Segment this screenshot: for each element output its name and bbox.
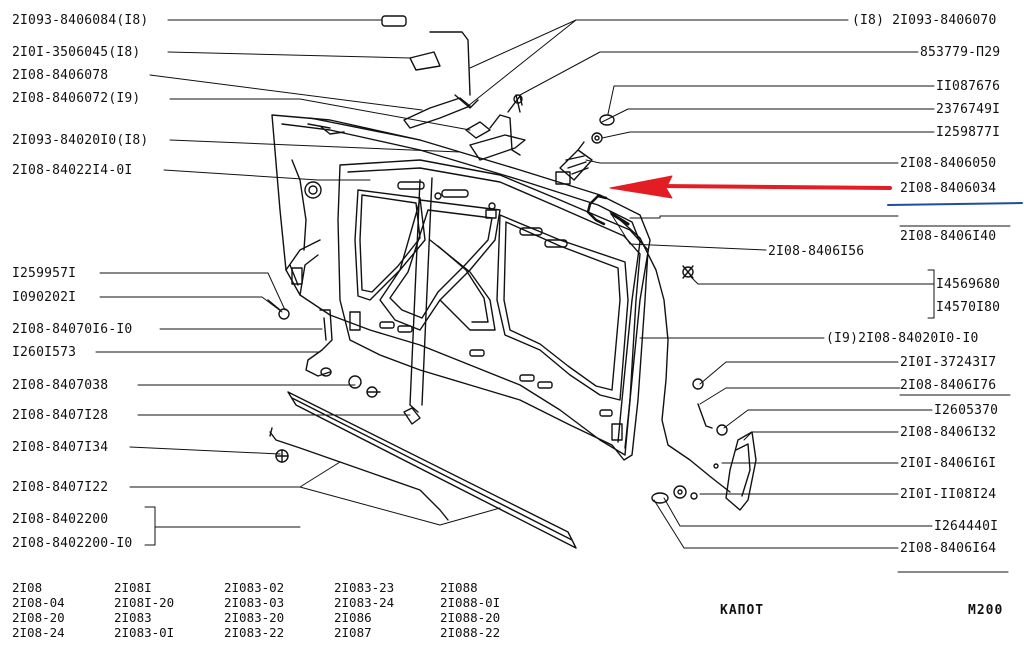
blue-underline	[887, 202, 1023, 206]
model-col-3-row-3: 2I083-20	[224, 610, 285, 625]
label-right-4: 2376749I	[936, 102, 1001, 117]
left-leaders	[95, 19, 501, 546]
label-right-6: 2I08-8406050	[900, 156, 997, 171]
hood-seal-strip	[287, 391, 577, 549]
label-right-3: II087676	[936, 79, 1001, 94]
label-right-7: 2I08-8406034	[900, 181, 997, 196]
label-left-7: I259957I	[12, 266, 77, 281]
model-col-5-row-1: 2I088	[440, 580, 478, 595]
label-left-11: 2I08-8407038	[12, 378, 109, 393]
label-right-10: I4569680	[936, 277, 1001, 292]
label-right-19: I264440I	[934, 519, 999, 534]
hood-support-rod	[269, 427, 449, 521]
label-left-14: 2I08-8407I22	[12, 480, 109, 495]
label-left-3: 2I08-8406078	[12, 68, 109, 83]
page-code: М200	[968, 603, 1004, 618]
hood-inner-frame	[337, 159, 649, 461]
model-col-3-row-2: 2I083-03	[224, 595, 285, 610]
hood-prop	[403, 177, 433, 425]
model-col-4-row-2: 2I083-24	[334, 595, 395, 610]
model-col-2-row-4: 2I083-0I	[114, 625, 175, 640]
model-col-4-row-1: 2I083-23	[334, 580, 395, 595]
label-right-20: 2I08-8406I64	[900, 541, 997, 556]
hood-outer-panel	[271, 114, 651, 456]
label-left-15: 2I08-8402200	[12, 512, 109, 527]
hood-lock-parts	[381, 15, 526, 161]
label-right-5: I259877I	[936, 125, 1001, 140]
label-left-13: 2I08-8407I34	[12, 440, 109, 455]
model-col-3-row-4: 2I083-22	[224, 625, 285, 640]
label-right-12: (I9)2I08-84020I0-I0	[826, 331, 979, 346]
label-right-2: 853779-П29	[920, 45, 1001, 60]
label-left-2: 2I0I-3506045(I8)	[12, 45, 141, 60]
label-left-1: 2I093-8406084(I8)	[12, 13, 149, 28]
model-col-2-row-1: 2I08I	[114, 580, 152, 595]
model-col-1-row-3: 2I08-20	[12, 610, 65, 625]
diagram-title: КАПОТ	[720, 603, 765, 618]
label-right-9: 2I08-8406I56	[768, 244, 865, 259]
left-bracket	[267, 181, 381, 398]
label-right-17: 2I0I-8406I6I	[900, 456, 997, 471]
label-left-16: 2I08-8402200-I0	[12, 536, 133, 551]
label-right-8: 2I08-8406I40	[900, 229, 997, 244]
label-right-13: 2I0I-37243I7	[900, 355, 997, 370]
label-left-12: 2I08-8407I28	[12, 408, 109, 423]
label-right-15: I2605370	[934, 403, 999, 418]
model-col-2-row-2: 2I08I-20	[114, 595, 175, 610]
label-left-10: I260I573	[12, 345, 77, 360]
model-col-3-row-1: 2I083-02	[224, 580, 285, 595]
model-col-2-row-3: 2I083	[114, 610, 152, 625]
label-left-6: 2I08-84022I4-0I	[12, 163, 133, 178]
model-col-5-row-4: 2I088-22	[440, 625, 501, 640]
model-col-4-row-4: 2I087	[334, 625, 372, 640]
label-left-4: 2I08-8406072(I9)	[12, 91, 141, 106]
model-col-1-row-4: 2I08-24	[12, 625, 65, 640]
label-right-11: I4570I80	[936, 300, 1001, 315]
label-right-14: 2I08-8406I76	[900, 378, 997, 393]
label-left-9: 2I08-84070I6-I0	[12, 322, 133, 337]
model-col-4-row-3: 2I086	[334, 610, 372, 625]
highlight-arrow	[609, 175, 892, 199]
model-col-5-row-3: 2I088-20	[440, 610, 501, 625]
label-left-8: I090202I	[12, 290, 77, 305]
label-right-18: 2I0I-II08I24	[900, 487, 997, 502]
right-leaders	[467, 19, 1011, 573]
model-col-1-row-1: 2I08	[12, 580, 43, 595]
model-col-1-row-2: 2I08-04	[12, 595, 65, 610]
label-right-16: 2I08-8406I32	[900, 425, 997, 440]
label-right-1: (I8) 2I093-8406070	[852, 13, 997, 28]
model-col-5-row-2: 2I088-0I	[440, 595, 501, 610]
label-left-5: 2I093-84020I0(I8)	[12, 133, 149, 148]
hood-release-parts	[555, 114, 757, 511]
